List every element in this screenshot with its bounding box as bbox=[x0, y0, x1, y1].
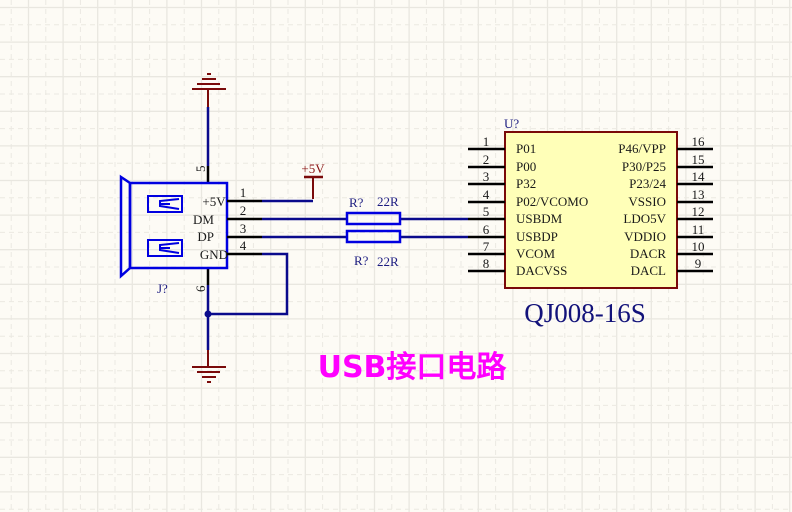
connector-flare bbox=[119, 174, 132, 279]
resistor-value: 22R bbox=[377, 254, 399, 269]
resistor-body bbox=[345, 211, 402, 226]
usb-connector[interactable]: 5 6 +5V DM DP GND 1 2 3 4 J? bbox=[119, 166, 262, 297]
ic-pin-label: DACR bbox=[630, 246, 666, 261]
ic-pin-label: DACVSS bbox=[516, 263, 567, 278]
wires bbox=[206, 107, 468, 350]
ic-pin-label: P23/24 bbox=[629, 176, 666, 191]
connector-designator[interactable]: J? bbox=[157, 281, 168, 296]
ground-symbol-bottom[interactable] bbox=[192, 350, 226, 383]
connector-pin-label: DP bbox=[197, 229, 214, 244]
ic-pin-label: P01 bbox=[516, 141, 536, 156]
resistor-body bbox=[345, 229, 402, 244]
power-port-5v[interactable]: +5V bbox=[301, 161, 325, 199]
ic-pin-number: 11 bbox=[692, 222, 705, 237]
ic-pin-number: 1 bbox=[483, 134, 490, 149]
ic-pin-number: 9 bbox=[695, 256, 702, 271]
connector-pin-number: 5 bbox=[193, 166, 208, 173]
junction-dot bbox=[204, 310, 212, 318]
ic-pin-number: 16 bbox=[692, 134, 706, 149]
ic-body bbox=[504, 131, 678, 289]
resistor-dm[interactable]: R? 22R bbox=[345, 194, 402, 226]
ic-pin-label: VSSIO bbox=[628, 194, 666, 209]
ic-pin-label: P46/VPP bbox=[618, 141, 666, 156]
ic-pin-number: 2 bbox=[483, 152, 490, 167]
connector-pin-number: 3 bbox=[240, 221, 247, 236]
ic-pin-number: 14 bbox=[692, 169, 706, 184]
power-label: +5V bbox=[301, 161, 325, 176]
ic-pin-number: 6 bbox=[483, 222, 490, 237]
connector-pin-label: DM bbox=[193, 212, 214, 227]
wire-gnd-loop[interactable] bbox=[208, 252, 289, 316]
ic-pin-label: DACL bbox=[631, 263, 666, 278]
resistor-designator: R? bbox=[354, 253, 369, 268]
ic-pin-label: P30/P25 bbox=[622, 159, 666, 174]
connector-pin-number: 2 bbox=[240, 203, 247, 218]
ic-pin-number: 3 bbox=[483, 169, 490, 184]
resistor-dp[interactable]: R? 22R bbox=[345, 229, 402, 269]
ic-pin-number: 10 bbox=[692, 239, 705, 254]
ic-pin-number: 8 bbox=[483, 256, 490, 271]
ic-pin-number: 7 bbox=[483, 239, 490, 254]
usb-contact-icon bbox=[147, 195, 183, 213]
ic-pin-number: 15 bbox=[692, 152, 705, 167]
ic-pin-label: LDO5V bbox=[623, 211, 666, 226]
ic-pin-label: VDDIO bbox=[624, 229, 666, 244]
ic-pin-label: USBDM bbox=[516, 211, 563, 226]
ic-designator: U? bbox=[504, 116, 519, 131]
connector-pin-number: 4 bbox=[240, 238, 247, 253]
ic-part-number: QJ008-16S bbox=[524, 298, 646, 328]
ic-pin-label: P32 bbox=[516, 176, 536, 191]
ic-pin-number: 4 bbox=[483, 187, 490, 202]
ic-pin-label: USBDP bbox=[516, 229, 558, 244]
connector-pin-label: GND bbox=[200, 247, 228, 262]
connector-pin-number: 1 bbox=[240, 185, 247, 200]
connector-pin-number: 6 bbox=[193, 285, 208, 292]
connector-body bbox=[128, 181, 229, 270]
ic-pin-label: P00 bbox=[516, 159, 536, 174]
ic-pin-number: 12 bbox=[692, 204, 705, 219]
connector-pin-label: +5V bbox=[202, 194, 226, 209]
usb-contact-icon bbox=[147, 239, 183, 257]
ground-symbol-top[interactable] bbox=[192, 73, 226, 107]
ic-pin-label: P02/VCOMO bbox=[516, 194, 588, 209]
ic-pin-label: VCOM bbox=[516, 246, 555, 261]
resistor-value: 22R bbox=[377, 194, 399, 209]
schematic-title: USB接口电路 bbox=[318, 350, 508, 385]
ic-left-pins: 1 2 3 4 5 6 7 8 bbox=[468, 134, 505, 273]
ic-pin-number: 5 bbox=[483, 204, 490, 219]
resistor-designator: R? bbox=[349, 195, 364, 210]
ic-pin-number: 13 bbox=[692, 187, 705, 202]
